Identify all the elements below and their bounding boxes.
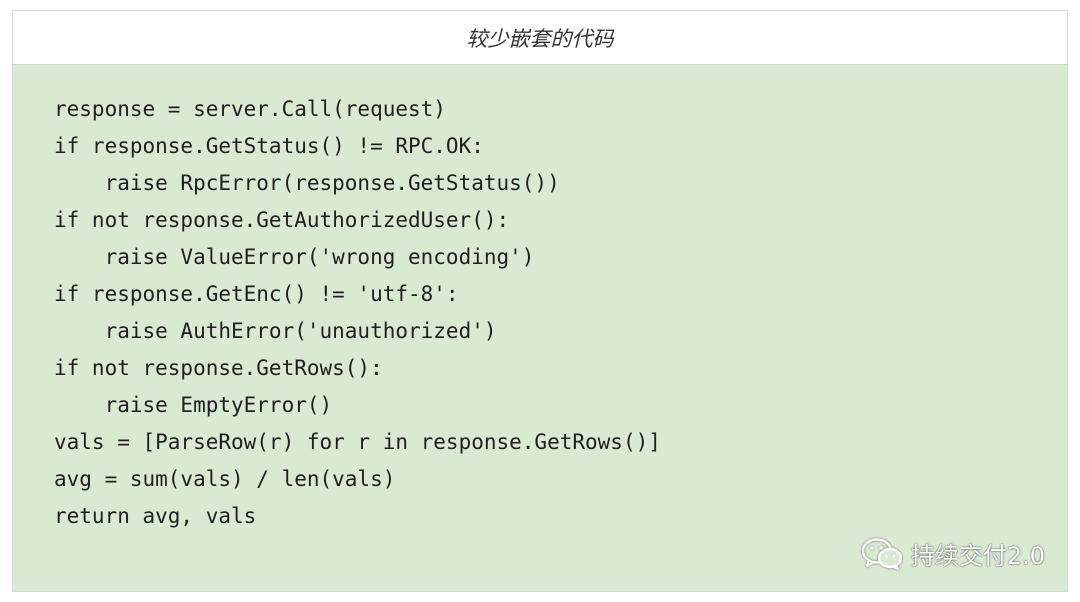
code-figure: 较少嵌套的代码 response = server.Call(request) …	[12, 10, 1068, 592]
wechat-icon	[861, 537, 903, 570]
code-line: raise RpcError(response.GetStatus())	[54, 171, 560, 195]
code-line: raise EmptyError()	[54, 393, 333, 417]
code-panel: response = server.Call(request) if respo…	[13, 65, 1067, 591]
watermark-text: 持续交付2.0	[910, 542, 1045, 570]
code-block: response = server.Call(request) if respo…	[54, 91, 661, 535]
watermark: 持续交付2.0	[861, 536, 1045, 571]
code-line: raise ValueError('wrong encoding')	[54, 245, 535, 269]
code-line: vals = [ParseRow(r) for r in response.Ge…	[54, 430, 661, 454]
code-line: if response.GetStatus() != RPC.OK:	[54, 134, 484, 158]
code-line: response = server.Call(request)	[54, 97, 446, 121]
code-line: if response.GetEnc() != 'utf-8':	[54, 282, 459, 306]
code-line: if not response.GetAuthorizedUser():	[54, 208, 510, 232]
code-line: avg = sum(vals) / len(vals)	[54, 467, 396, 491]
figure-caption: 较少嵌套的代码	[13, 11, 1067, 65]
code-line: if not response.GetRows():	[54, 356, 383, 380]
code-line: raise AuthError('unauthorized')	[54, 319, 497, 343]
code-line: return avg, vals	[54, 504, 257, 528]
